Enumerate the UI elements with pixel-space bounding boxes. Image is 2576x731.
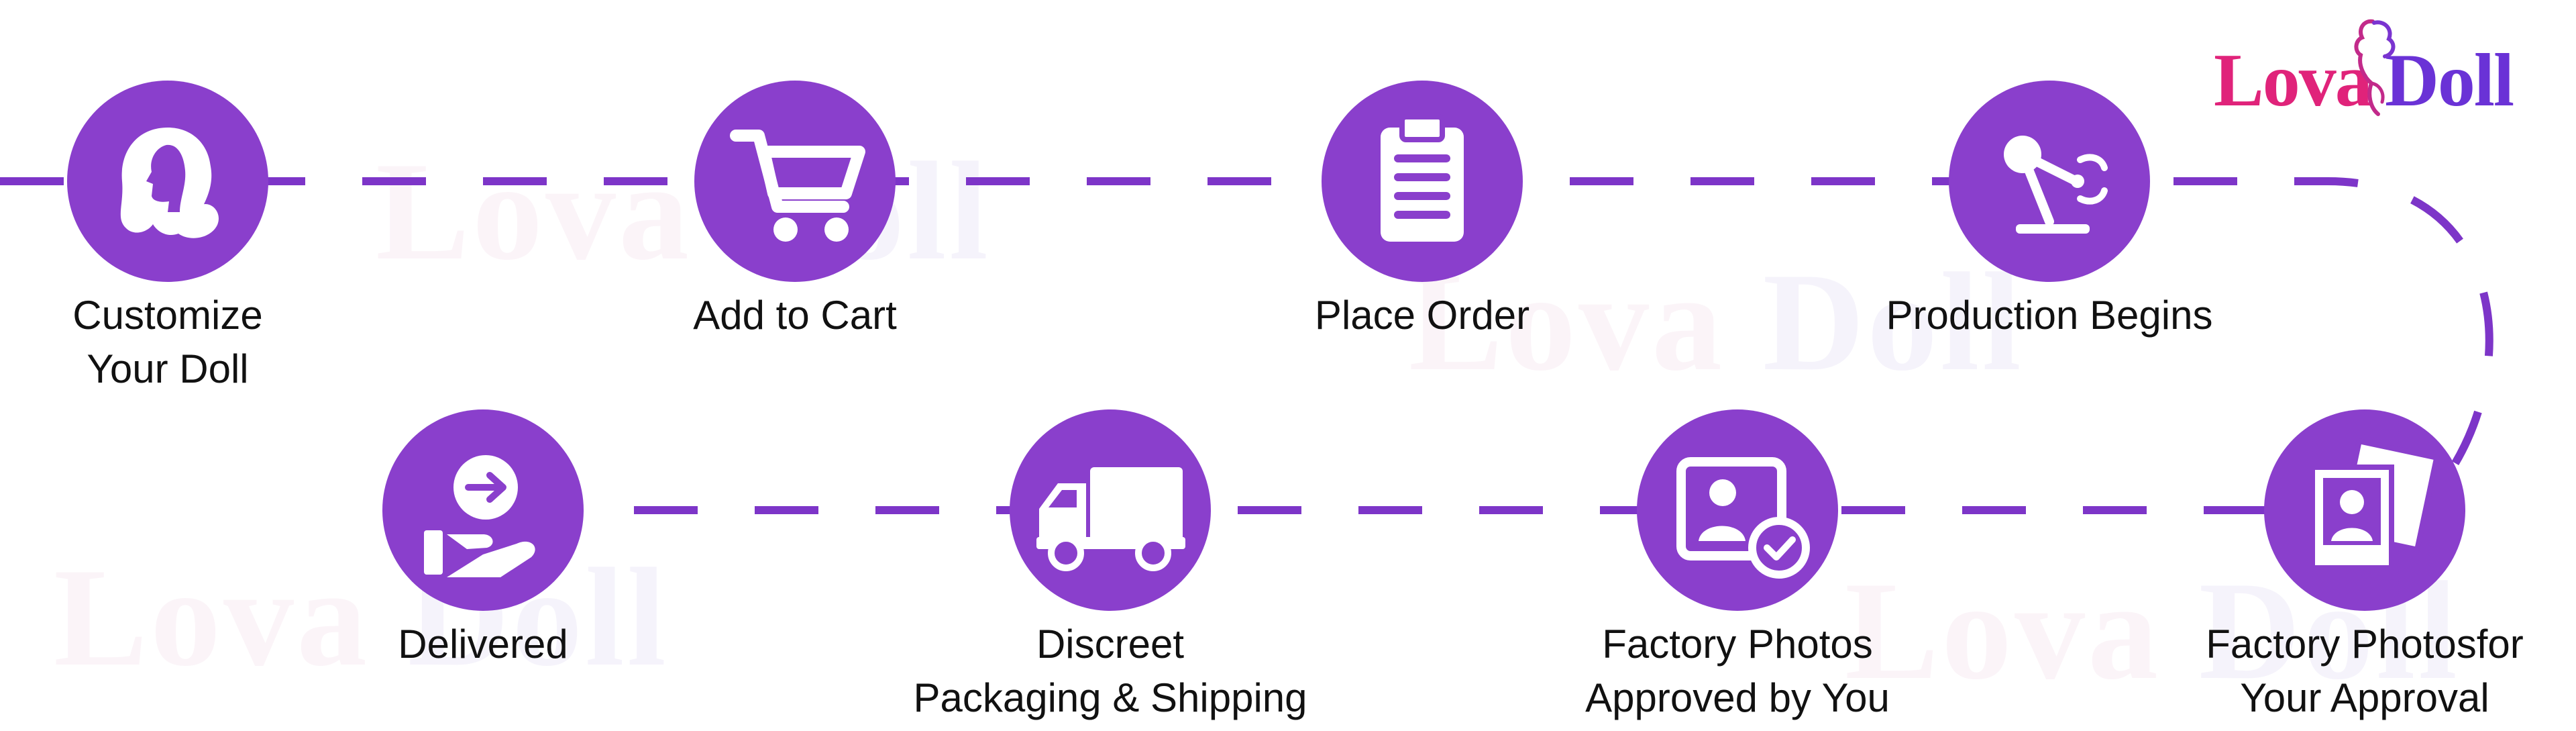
step-order-circle (1322, 81, 1523, 282)
brand-logo: Lova Doll (2214, 13, 2549, 128)
step-photos-approved-circle (1637, 409, 1838, 611)
woman-hair-profile-icon (120, 128, 219, 238)
step-delivered-label: Delivered (398, 622, 568, 667)
logo-figure-icon (2354, 19, 2396, 116)
step-cart-label: Add to Cart (693, 293, 897, 338)
logo-text-doll: Doll (2385, 39, 2514, 122)
step-customize-circle (67, 81, 268, 282)
clipboard-icon (1381, 114, 1464, 242)
step-production-label: Production Begins (1886, 293, 2213, 338)
step-photos-approval-circle (2264, 409, 2465, 611)
step-cart-circle (694, 81, 896, 282)
shopping-cart-icon (730, 130, 865, 242)
photo-prints-icon (2310, 438, 2440, 571)
step-production-circle (1949, 81, 2150, 282)
step-delivered-circle (382, 409, 584, 611)
hand-arrow-icon (424, 455, 535, 577)
delivery-truck-icon (1036, 467, 1185, 571)
step-order-label: Place Order (1314, 293, 1530, 338)
photo-approved-icon (1676, 457, 1810, 579)
step-shipping-circle (1010, 409, 1211, 611)
logo-text-lova: Lova (2214, 39, 2373, 122)
robotic-arm-icon (2004, 136, 2108, 234)
